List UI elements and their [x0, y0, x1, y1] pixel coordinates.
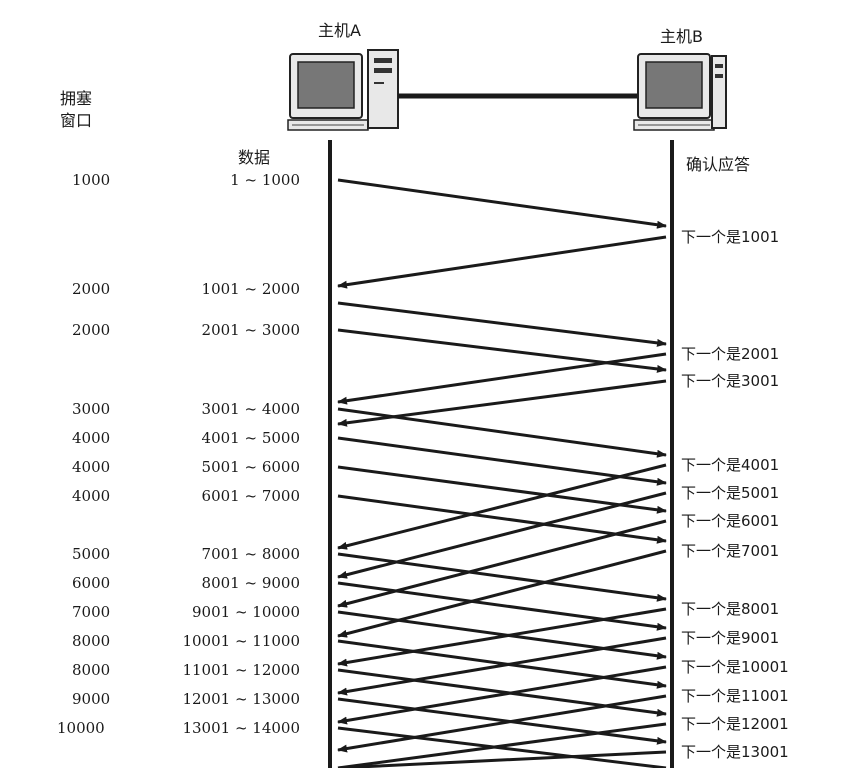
- ack-label: 下一个是4001: [681, 456, 780, 474]
- ack-label: 下一个是10001: [681, 658, 789, 676]
- ack-segment-arrow: [337, 352, 667, 405]
- ack-label: 下一个是2001: [681, 345, 780, 363]
- data-segment-arrow: [337, 465, 667, 514]
- data-segment-arrow: [337, 697, 667, 745]
- data-header: 数据: [238, 148, 271, 167]
- data-segment-arrow: [337, 407, 667, 458]
- ack-segment-arrow: [337, 750, 667, 768]
- data-range: 1001 ~ 2000: [201, 280, 300, 298]
- data-segment-arrow: [337, 639, 667, 689]
- ack-label: 下一个是8001: [681, 600, 780, 618]
- cwnd-header: 拥塞窗口: [60, 89, 93, 130]
- data-segment-arrow: [337, 436, 667, 486]
- data-range: 11001 ~ 12000: [182, 661, 300, 679]
- cwnd-value: 5000: [72, 545, 111, 563]
- data-segment-arrow: [337, 178, 667, 229]
- host-a-computer-icon: [287, 49, 399, 131]
- data-range: 6001 ~ 7000: [201, 487, 300, 505]
- ack-label: 下一个是6001: [681, 512, 780, 530]
- data-segment-arrow: [337, 328, 667, 373]
- ack-label: 下一个是11001: [681, 687, 789, 705]
- host-b-computer-icon: [633, 53, 727, 131]
- cwnd-value: 8000: [72, 661, 111, 679]
- data-segment-arrow: [337, 301, 667, 347]
- data-range: 4001 ~ 5000: [201, 429, 300, 447]
- ack-segment-arrow: [337, 519, 667, 608]
- data-range: 9001 ~ 10000: [192, 603, 300, 621]
- ack-segment-arrow: [337, 463, 667, 550]
- data-range: 8001 ~ 9000: [201, 574, 300, 592]
- data-segment-arrow: [337, 581, 667, 631]
- ack-label: 下一个是1001: [681, 228, 780, 246]
- ack-segment-arrow: [337, 379, 667, 427]
- data-segment-arrow: [337, 494, 667, 544]
- segment-arrows: [337, 178, 667, 768]
- cwnd-value: 3000: [72, 400, 111, 418]
- data-range: 5001 ~ 6000: [201, 458, 300, 476]
- cwnd-value: 4000: [72, 429, 111, 447]
- data-range: 12001 ~ 13000: [182, 690, 300, 708]
- data-range: 10001 ~ 11000: [182, 632, 300, 650]
- ack-segment-arrow: [337, 235, 667, 289]
- ack-label: 下一个是9001: [681, 629, 780, 647]
- cwnd-value: 4000: [72, 487, 111, 505]
- data-range: 1 ~ 1000: [230, 171, 300, 189]
- data-segment-arrow: [337, 668, 667, 717]
- ack-segment-arrow: [337, 665, 667, 725]
- data-range: 7001 ~ 8000: [201, 545, 300, 563]
- ack-segment-arrow: [337, 549, 667, 638]
- cwnd-value: 8000: [72, 632, 111, 650]
- cwnd-value: 6000: [72, 574, 111, 592]
- data-range: 2001 ~ 3000: [201, 321, 300, 339]
- ack-label: 下一个是12001: [681, 715, 789, 733]
- ack-segment-arrow: [337, 607, 667, 667]
- cwnd-value: 10000: [57, 719, 105, 737]
- cwnd-value: 2000: [72, 280, 111, 298]
- ack-label: 下一个是13001: [681, 743, 789, 761]
- data-range: 3001 ~ 4000: [201, 400, 300, 418]
- ack-segment-arrow: [337, 636, 667, 696]
- ack-segment-arrow: [337, 491, 667, 579]
- cwnd-value: 1000: [72, 171, 111, 189]
- cwnd-value: 9000: [72, 690, 111, 708]
- host-b-label: 主机B: [660, 27, 703, 46]
- ack-segment-arrow: [337, 694, 667, 753]
- ack-segment-arrow: [337, 722, 667, 768]
- cwnd-value: 2000: [72, 321, 111, 339]
- cwnd-value: 7000: [72, 603, 111, 621]
- ack-label: 下一个是7001: [681, 542, 780, 560]
- data-range: 13001 ~ 14000: [182, 719, 300, 737]
- cwnd-value: 4000: [72, 458, 111, 476]
- data-segment-arrow: [337, 610, 667, 660]
- ack-label: 下一个是5001: [681, 484, 780, 502]
- ack-header: 确认应答: [686, 155, 751, 174]
- ack-label: 下一个是3001: [681, 372, 780, 390]
- host-a-label: 主机A: [318, 21, 361, 40]
- data-segment-arrow: [337, 726, 667, 768]
